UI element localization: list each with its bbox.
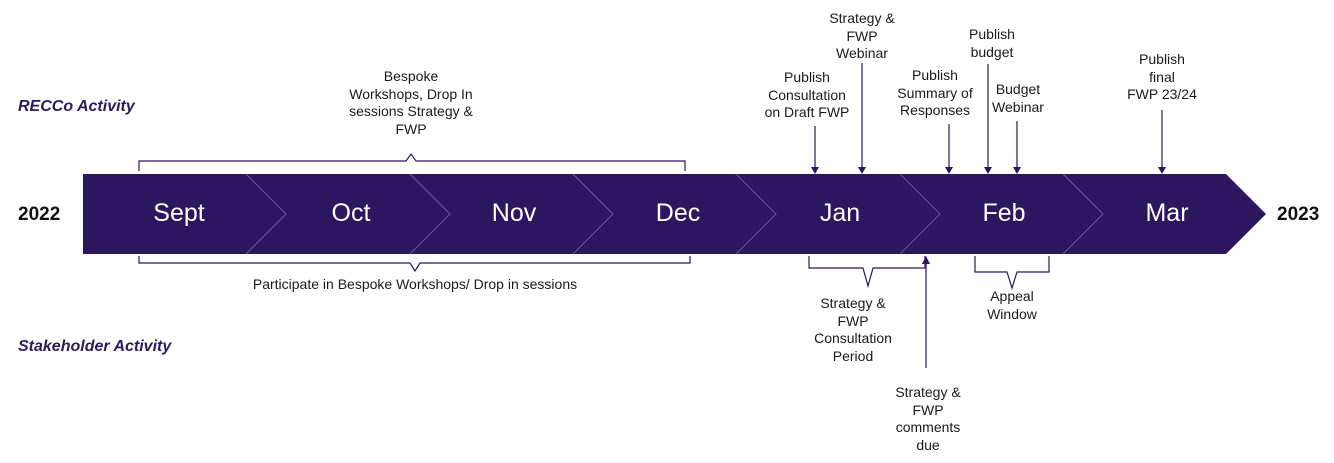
timeline-arrow [83, 174, 1266, 254]
budget-arrowhead [984, 167, 992, 174]
divider-feb-mar [1062, 173, 1104, 255]
strategy-webinar-annotation: Strategy & FWP Webinar [829, 10, 895, 61]
divider-dec-jan [735, 173, 777, 255]
divider-jan-feb [899, 173, 941, 255]
consultation-arrowhead [811, 167, 819, 174]
month-nov: Nov [491, 199, 537, 227]
appeal-window-brace [974, 256, 1050, 291]
publish-budget-annotation: Publish budget [969, 26, 1015, 60]
bespoke-workshops-annotation: Bespoke Workshops, Drop In sessions Stra… [349, 68, 473, 137]
comments-arrowhead [922, 256, 930, 264]
month-oct: Oct [331, 199, 371, 227]
summary-arrowhead [945, 167, 953, 174]
participate-brace [138, 256, 691, 273]
comments-due-annotation: Strategy & FWP comments due [895, 384, 961, 453]
budget-webinar-annotation: Budget Webinar [992, 81, 1044, 115]
final-arrowhead [1158, 167, 1166, 174]
publish-consultation-annotation: Publish Consultation on Draft FWP [764, 69, 850, 120]
recco-activity-label: RECCo Activity [18, 98, 135, 115]
month-mar: Mar [1145, 199, 1189, 227]
publish-summary-annotation: Publish Summary of Responses [897, 67, 973, 118]
month-dividers [245, 173, 1104, 255]
divider-oct-nov [409, 173, 451, 255]
budget-webinar-arrowhead [1013, 167, 1021, 174]
bespoke-workshops-brace [138, 152, 686, 171]
month-dec: Dec [655, 199, 701, 227]
end-year: 2023 [1277, 204, 1320, 225]
month-feb: Feb [982, 199, 1026, 227]
consultation-period-brace [808, 256, 926, 289]
appeal-window-annotation: Appeal Window [987, 288, 1037, 322]
divider-sept-oct [245, 173, 287, 255]
start-year: 2022 [18, 204, 61, 225]
divider-nov-dec [572, 173, 614, 255]
month-jan: Jan [819, 199, 861, 227]
publish-final-annotation: Publish final FWP 23/24 [1127, 51, 1197, 102]
webinar-arrowhead [858, 167, 866, 174]
participate-annotation: Participate in Bespoke Workshops/ Drop i… [252, 276, 578, 292]
stakeholder-activity-label: Stakeholder Activity [18, 338, 172, 355]
consultation-period-annotation: Strategy & FWP Consultation Period [814, 295, 892, 364]
month-sept: Sept [153, 199, 205, 227]
